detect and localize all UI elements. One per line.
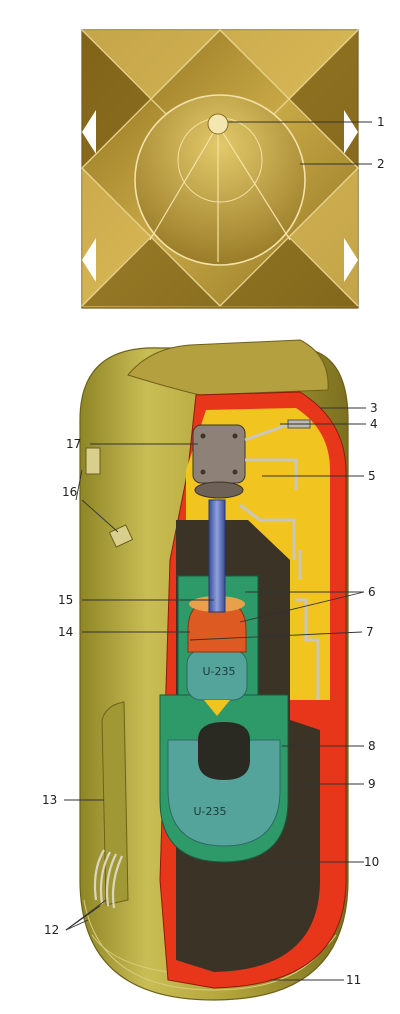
tail-gap bbox=[82, 110, 96, 154]
tail-cone bbox=[134, 94, 306, 266]
label-3: 3 bbox=[370, 401, 378, 415]
uranium-target bbox=[167, 739, 281, 847]
tail-collar bbox=[127, 339, 329, 396]
label-15: 15 bbox=[58, 593, 73, 607]
tail-gap bbox=[82, 238, 96, 282]
tail-panel bbox=[220, 30, 358, 100]
label-13: 13 bbox=[42, 793, 57, 807]
fitting bbox=[85, 447, 101, 475]
tail-panel bbox=[220, 236, 358, 306]
tail-gap bbox=[344, 110, 358, 154]
cone-line bbox=[217, 124, 291, 241]
label-16: 16 bbox=[62, 485, 77, 499]
lower-uranium-label: U-235 bbox=[193, 805, 226, 818]
tail-gap bbox=[344, 238, 358, 282]
cutaway bbox=[159, 391, 347, 989]
label-11: 11 bbox=[346, 973, 361, 987]
tail-panel bbox=[82, 168, 151, 306]
label-5: 5 bbox=[368, 469, 376, 483]
breech-bolt bbox=[232, 433, 238, 439]
label-4: 4 bbox=[370, 417, 378, 431]
label-17: 17 bbox=[66, 437, 81, 451]
target-cavity bbox=[198, 722, 250, 780]
label-1: 1 bbox=[377, 115, 385, 129]
tail-panel bbox=[82, 236, 220, 306]
tail-panel bbox=[289, 168, 358, 306]
upper-uranium-label: U-235 bbox=[202, 665, 235, 678]
tail-panel bbox=[82, 30, 151, 168]
breech-bolt bbox=[232, 469, 238, 475]
wire-bundle bbox=[93, 849, 123, 909]
yellow-wedge bbox=[204, 700, 230, 716]
leader-lines bbox=[64, 121, 372, 981]
breech-bolt bbox=[200, 469, 206, 475]
gun-barrel bbox=[208, 499, 226, 613]
breech-bolt bbox=[200, 433, 206, 439]
label-12: 12 bbox=[44, 923, 59, 937]
breech-plug bbox=[192, 424, 246, 484]
cone-line bbox=[149, 124, 219, 241]
label-10: 10 bbox=[364, 855, 379, 869]
tail-panel bbox=[82, 30, 220, 100]
breech-ring bbox=[194, 481, 244, 499]
tail-assembly bbox=[81, 29, 359, 309]
fitting bbox=[108, 524, 134, 548]
tail-tip bbox=[207, 113, 229, 135]
label-7: 7 bbox=[366, 625, 374, 639]
label-9: 9 bbox=[368, 777, 376, 791]
label-2: 2 bbox=[377, 157, 385, 171]
tail-panel bbox=[289, 30, 358, 168]
label-8: 8 bbox=[368, 739, 376, 753]
label-14: 14 bbox=[58, 625, 73, 639]
label-6: 6 bbox=[368, 585, 376, 599]
